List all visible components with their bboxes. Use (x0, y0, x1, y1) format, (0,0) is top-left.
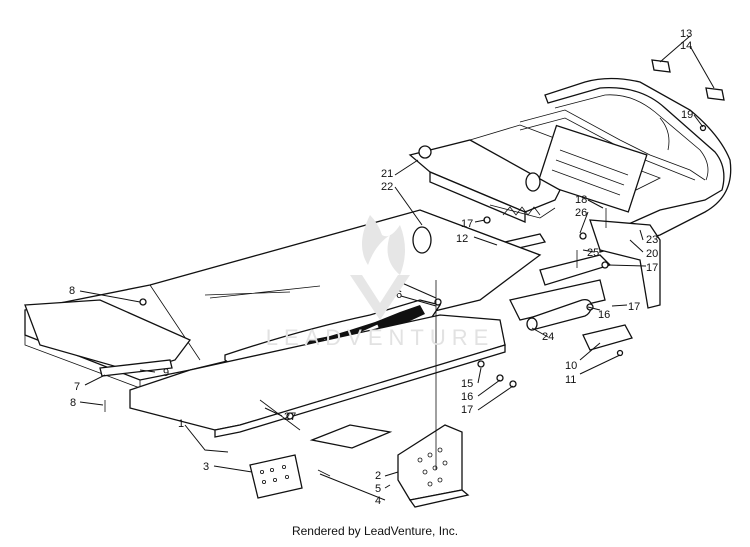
callout-6: 6 (396, 289, 402, 301)
callout-26: 26 (575, 207, 587, 219)
callout-17d: 17 (646, 262, 658, 274)
right-side-rail (503, 219, 661, 321)
callout-14: 14 (680, 40, 692, 52)
foot-pad (309, 424, 393, 449)
backing-plate (249, 454, 303, 499)
callout-1: 1 (178, 418, 184, 430)
callout-17b: 17 (461, 404, 473, 416)
callout-21: 21 (381, 168, 393, 180)
bracket (397, 424, 470, 508)
callout-18: 18 (575, 194, 587, 206)
rear-board-section (24, 299, 192, 377)
callout-24: 24 (542, 331, 554, 343)
leader-lines (79, 35, 715, 501)
callout-25: 25 (587, 247, 599, 259)
callout-4b: 4 (375, 495, 381, 507)
watermark-logo: LEADVENTURE (266, 215, 495, 350)
callout-17c: 17 (628, 301, 640, 313)
decals-13-14 (651, 59, 725, 101)
callout-15: 15 (461, 378, 473, 390)
callout-9: 9 (163, 367, 169, 379)
callout-12: 12 (456, 233, 468, 245)
callout-2: 2 (375, 470, 381, 482)
callout-13: 13 (680, 28, 692, 40)
tail-light-lens (412, 226, 432, 254)
callout-10: 10 (565, 360, 577, 372)
callout-20: 20 (646, 248, 658, 260)
callout-11: 11 (565, 374, 576, 386)
callout-23: 23 (646, 234, 658, 246)
callout-17a: 17 (461, 218, 473, 230)
callout-16a: 16 (461, 391, 473, 403)
callout-19: 19 (681, 109, 693, 121)
fasteners (104, 124, 707, 477)
callout-16b: 16 (598, 309, 610, 321)
tube-24 (526, 298, 593, 331)
reflector (582, 324, 633, 351)
watermark-text: LEADVENTURE (266, 325, 495, 350)
callout-3: 3 (203, 461, 209, 473)
rear-bumper (469, 77, 732, 253)
callout-7: 7 (74, 381, 80, 393)
callout-5: 5 (375, 483, 381, 495)
callout-22: 22 (381, 181, 393, 193)
callout-8a: 8 (69, 285, 75, 297)
callout-8b: 8 (70, 397, 76, 409)
credit-text: Rendered by LeadVenture, Inc. (291, 524, 459, 538)
rear-hinge-panel (408, 139, 561, 223)
callout-27: 27 (284, 411, 296, 423)
